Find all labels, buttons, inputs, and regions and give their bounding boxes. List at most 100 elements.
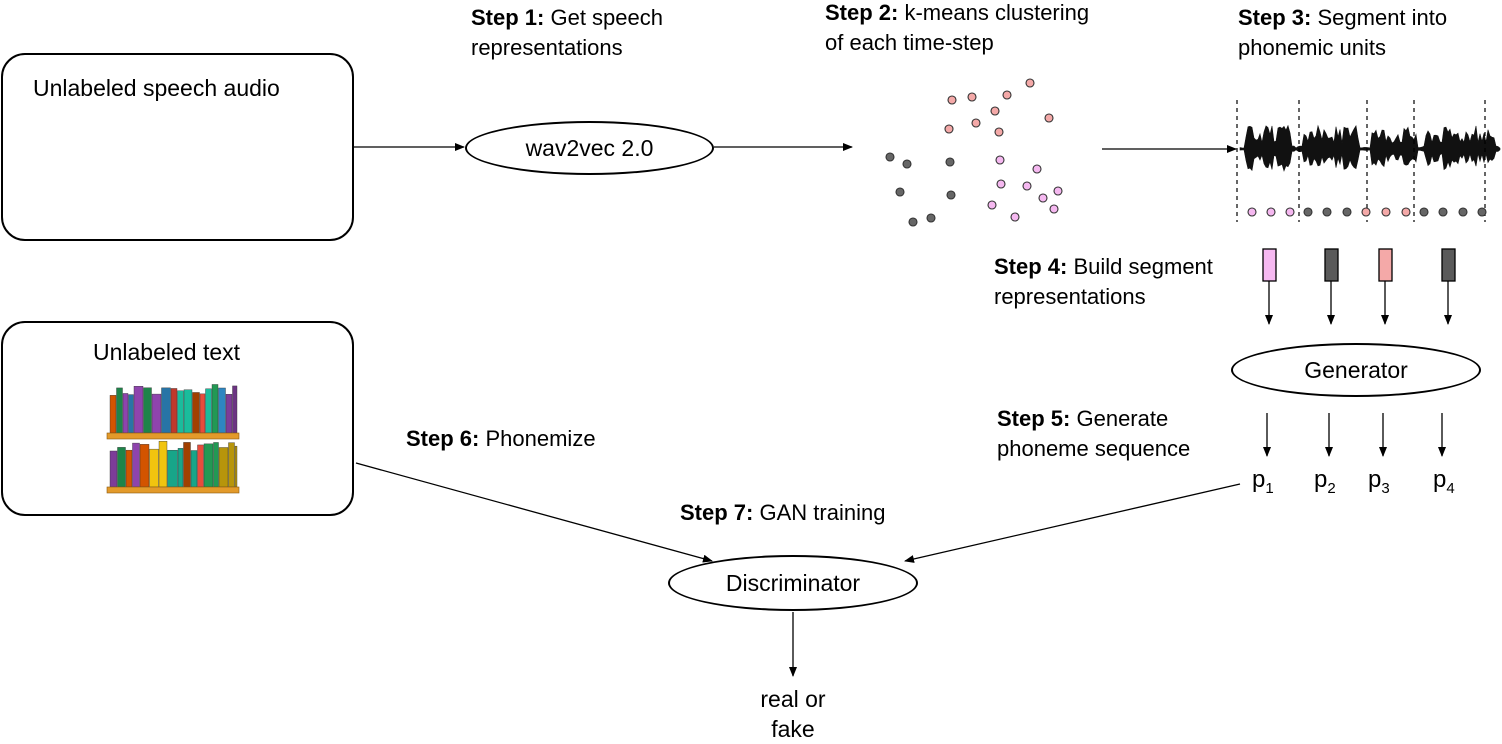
cluster-point [990,106,1000,116]
phoneme-token-4: p4 [1433,466,1455,497]
step-7-label: Step 7: GAN training [680,498,885,528]
cluster-point [1038,193,1048,203]
cluster-point [1022,181,1032,191]
wav2vec-label: wav2vec 2.0 [525,134,654,161]
cluster-point [996,179,1006,189]
step-5-text-line1: Generate [1076,406,1169,431]
cluster-point [945,157,955,167]
step-1-label: Step 1: Get speech representations [471,3,663,63]
step-4-text-line1: Build segment [1073,254,1213,279]
frame-cluster-dot [1419,207,1429,217]
step-5-number: Step 5: [997,406,1071,431]
cluster-point [1049,204,1059,214]
step-1-text-line2: representations [471,35,623,60]
cluster-point [895,187,905,197]
cluster-point [902,159,912,169]
arrow-text-to-discriminator [355,462,713,563]
cluster-point [1002,90,1012,100]
step-4-text-line2: representations [994,284,1146,309]
segment-vector-4 [1441,248,1456,282]
cluster-point [926,213,936,223]
speech-audio-box: Unlabeled speech audio [1,53,354,241]
cluster-point [908,217,918,227]
phoneme-3-base: p [1368,466,1382,493]
phoneme-4-base: p [1433,466,1447,493]
text-box: Unlabeled text [1,321,354,516]
step-6-number: Step 6: [406,426,480,451]
cluster-scatter [885,78,1063,227]
generator-label: Generator [1304,356,1408,383]
segment-vector-1 [1262,248,1277,282]
output-line2: fake [771,716,815,742]
cluster-point [946,190,956,200]
cluster-point [971,118,981,128]
step-2-label: Step 2: k-means clustering of each time-… [825,0,1089,58]
step-6-label: Step 6: Phonemize [406,424,596,454]
cluster-point [1044,113,1054,123]
cluster-point [944,124,954,134]
frame-cluster-dot [1381,207,1391,217]
segment-vector-2 [1324,248,1339,282]
arrow-phonemes-to-discriminator [904,483,1241,563]
shelf-board [106,486,240,494]
bookshelf-icon [106,384,240,494]
step-1-number: Step 1: [471,5,545,30]
phoneme-1-base: p [1252,466,1266,493]
frame-cluster-dot [1342,207,1352,217]
frame-cluster-dot [1438,207,1448,217]
cluster-point [1010,212,1020,222]
step-4-number: Step 4: [994,254,1068,279]
frame-cluster-dot [1458,207,1468,217]
step-6-text-line1: Phonemize [485,426,596,451]
step-3-number: Step 3: [1238,5,1312,30]
frame-cluster-dot [1322,207,1332,217]
frame-cluster-dot [1401,207,1411,217]
cluster-point [994,127,1004,137]
step-5-text-line2: phoneme sequence [997,436,1191,461]
frame-cluster-dot [1477,207,1487,217]
frame-cluster-dot [1361,207,1371,217]
text-box-title: Unlabeled text [93,339,241,365]
phoneme-token-1: p1 [1252,466,1274,497]
step-7-number: Step 7: [680,500,754,525]
step-1-text-line1: Get speech [550,5,663,30]
cluster-point [1053,186,1063,196]
step-2-text-line2: of each time-step [825,30,994,55]
step-3-text-line2: phonemic units [1238,35,1386,60]
cluster-point [1032,164,1042,174]
discriminator-label: Discriminator [725,569,861,596]
step-2-text-line1: k-means clustering [904,0,1090,25]
phoneme-3-index: 3 [1381,480,1390,497]
step-2-number: Step 2: [825,0,899,25]
step-3-text-line1: Segment into [1317,5,1448,30]
cluster-point [1025,78,1035,88]
cluster-point [995,155,1005,165]
step-4-label: Step 4: Build segment representations [994,252,1213,312]
frame-cluster-dot [1247,207,1257,217]
frame-cluster-dot [1285,207,1295,217]
phoneme-2-base: p [1314,466,1328,493]
phoneme-1-index: 1 [1265,480,1274,497]
connectors [354,143,1452,677]
frame-cluster-dot [1266,207,1276,217]
cluster-point [947,95,957,105]
phoneme-token-2: p2 [1314,466,1336,497]
speech-audio-title: Unlabeled speech audio [33,75,280,101]
segmented-waveform [1236,100,1501,222]
shelf-board [106,432,240,440]
frame-cluster-dot [1303,207,1313,217]
phoneme-2-index: 2 [1327,480,1336,497]
segment-representations [1262,248,1456,282]
discriminator-node: Discriminator [668,555,918,611]
step-7-text-line1: GAN training [759,500,886,525]
step-5-label: Step 5: Generate phoneme sequence [997,404,1190,464]
discriminator-output: real or fake [742,684,844,744]
output-line1: real or [760,686,826,712]
phoneme-4-index: 4 [1446,480,1455,497]
cluster-point [885,152,895,162]
segment-vector-3 [1378,248,1393,282]
cluster-point [987,200,997,210]
wav2vec-node: wav2vec 2.0 [465,121,714,175]
phoneme-token-3: p3 [1368,466,1390,497]
cluster-point [967,92,977,102]
